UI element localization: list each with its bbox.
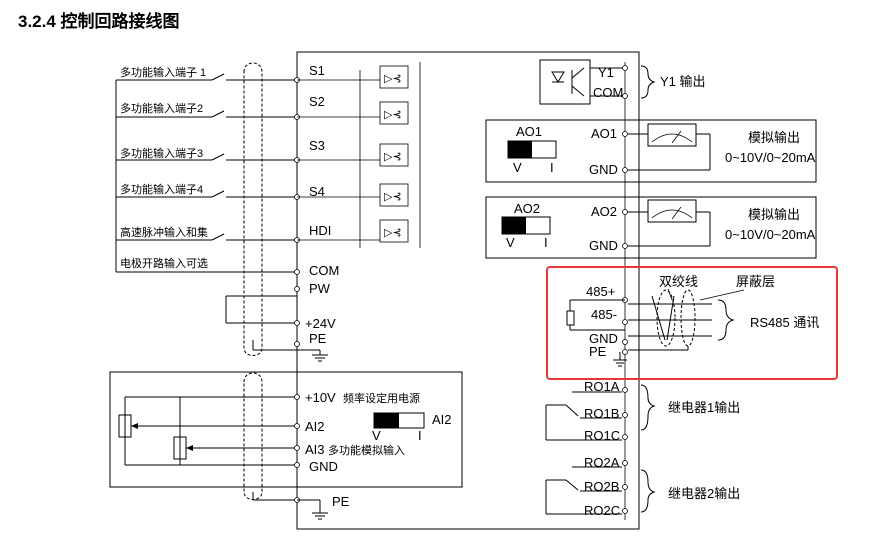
rs485-brace (717, 299, 735, 341)
terminal-y1-com: COM (593, 85, 623, 100)
svg-text:▷⊰: ▷⊰ (384, 191, 402, 203)
terminal-ao2: AO2 (591, 204, 617, 219)
open-collector-label: 电极开路输入可选 (120, 256, 208, 270)
optocoupler-icon (379, 65, 409, 89)
terminal-ro1a: RO1A (584, 379, 620, 394)
svg-text:▷⊰: ▷⊰ (384, 151, 402, 163)
input-row-s2: 多功能输入端子2 S2 (116, 94, 325, 120)
terminal-ro1b: RO1B (584, 406, 619, 421)
relay1-output: RO1A RO1B RO1C 继电器1输出 (545, 379, 740, 443)
terminal-ao1: AO1 (591, 126, 617, 141)
ai2-switch-i: I (418, 428, 422, 443)
optocoupler-icon (379, 101, 409, 125)
ao1-desc: 模拟输出 (748, 130, 800, 145)
resistor-icon (566, 310, 575, 326)
y1-output: Y1 COM Y1 输出 (539, 59, 706, 105)
relay1-brace (640, 384, 656, 431)
y1-desc: Y1 输出 (660, 74, 706, 89)
terminal-ai3-desc: 多功能模拟输入 (328, 443, 405, 457)
terminal-s3: S3 (309, 138, 325, 153)
optocoupler-icon (379, 219, 409, 243)
terminal-485-gnd: GND (589, 331, 618, 346)
digital-inputs: 多功能输入端子 1 S1 多功能输入端子2 S2 多功能输入端子3 S3 多功能… (115, 62, 339, 362)
input-row-s3: 多功能输入端子3 S3 (116, 138, 325, 163)
input-row-s4: 多功能输入端子4 S4 (116, 182, 325, 200)
ai2-switch-label: AI2 (432, 412, 452, 427)
rs485-group: 485+ 485- GND PE 双绞线 屏蔽层 RS4 (546, 266, 838, 380)
ao1-output: AO1 V I AO1 GND 模拟输出 0~10V/0~20mA (485, 119, 817, 183)
input-row-s1: 多功能输入端子 1 S1 (116, 63, 325, 83)
input-label-s2: 多功能输入端子2 (120, 101, 203, 115)
analog-input-group: +10V 频率设定用电源 AI2 AI3 多功能模拟输入 GND AI2 V I… (109, 371, 463, 520)
terminal-ai3: AI3 (305, 442, 325, 457)
input-label-s4: 多功能输入端子4 (120, 182, 203, 196)
svg-text:▷⊰: ▷⊰ (384, 227, 402, 239)
terminal-ro2a: RO2A (584, 455, 620, 470)
terminal-ai2: AI2 (305, 419, 325, 434)
svg-text:▷⊰: ▷⊰ (384, 73, 402, 85)
terminal-pe-bottom: PE (332, 494, 350, 509)
optocoupler-icon (379, 143, 409, 167)
relay2-output: RO2A RO2B RO2C 继电器2输出 (545, 455, 740, 518)
terminal-10v: +10V (305, 390, 336, 405)
ao2-switch-label: AO2 (514, 201, 540, 216)
input-label-s3: 多功能输入端子3 (120, 146, 203, 160)
terminal-com: COM (309, 263, 339, 278)
input-optocouplers: ▷⊰ ▷⊰ ▷⊰ ▷⊰ ▷⊰ (297, 62, 421, 248)
terminal-10v-desc: 频率设定用电源 (343, 391, 420, 405)
terminal-485-plus: 485+ (586, 284, 615, 299)
ai2-switch-v: V (372, 428, 381, 443)
meter-icon (647, 199, 697, 223)
terminal-gnd-analog: GND (309, 459, 338, 474)
ao2-desc: 模拟输出 (748, 207, 800, 222)
terminal-s1: S1 (309, 63, 325, 78)
ao2-output: AO2 V I AO2 GND 模拟输出 0~10V/0~20mA (485, 196, 817, 259)
terminal-y1: Y1 (598, 65, 614, 80)
rs485-highlight-box (546, 266, 838, 380)
optocoupler-icon (379, 183, 409, 207)
terminal-pw: PW (309, 281, 331, 296)
terminal-pe-top: PE (309, 331, 327, 346)
terminal-ao1-gnd: GND (589, 162, 618, 177)
relay2-desc: 继电器2输出 (668, 486, 740, 501)
terminal-ro2b: RO2B (584, 479, 619, 494)
ao2-switch-v: V (506, 235, 515, 250)
twisted-pair-label: 双绞线 (659, 274, 698, 289)
ground-icon (312, 350, 328, 362)
relay2-brace (640, 469, 656, 513)
terminal-485-pe: PE (589, 344, 607, 359)
shield-label: 屏蔽层 (736, 274, 775, 289)
svg-text:▷⊰: ▷⊰ (384, 109, 402, 121)
terminal-ao2-gnd: GND (589, 238, 618, 253)
meter-icon (647, 123, 697, 147)
terminal-s4: S4 (309, 184, 325, 199)
analog-input-box (109, 371, 463, 488)
input-row-hdi: 高速脉冲输入和集 HDI (116, 223, 331, 243)
shield-oval-analog (243, 372, 263, 500)
input-label-s1: 多功能输入端子 1 (120, 65, 206, 79)
terminal-24v: +24V (305, 316, 336, 331)
ao1-switch-i: I (550, 160, 554, 175)
ground-icon (613, 352, 627, 367)
ao1-switch-label: AO1 (516, 124, 542, 139)
terminal-485-minus: 485- (591, 307, 617, 322)
page-title: 3.2.4 控制回路接线图 (18, 11, 180, 31)
ao2-switch-i: I (544, 235, 548, 250)
terminal-s2: S2 (309, 94, 325, 109)
terminal-hdi: HDI (309, 223, 331, 238)
y1-brace (640, 65, 656, 99)
shield-oval-inputs (243, 62, 263, 356)
input-label-hdi: 高速脉冲输入和集 (120, 225, 208, 239)
twisted-pair-ellipse (656, 289, 676, 347)
terminal-ro2c: RO2C (584, 503, 620, 518)
shield-ellipse (680, 289, 696, 347)
ao2-range: 0~10V/0~20mA (725, 227, 816, 242)
terminal-ro1c: RO1C (584, 428, 620, 443)
rs485-desc: RS485 通讯 (750, 315, 819, 330)
ground-icon (312, 500, 328, 520)
relay1-desc: 继电器1输出 (668, 400, 740, 415)
ao1-range: 0~10V/0~20mA (725, 150, 816, 165)
ao1-switch-v: V (513, 160, 522, 175)
